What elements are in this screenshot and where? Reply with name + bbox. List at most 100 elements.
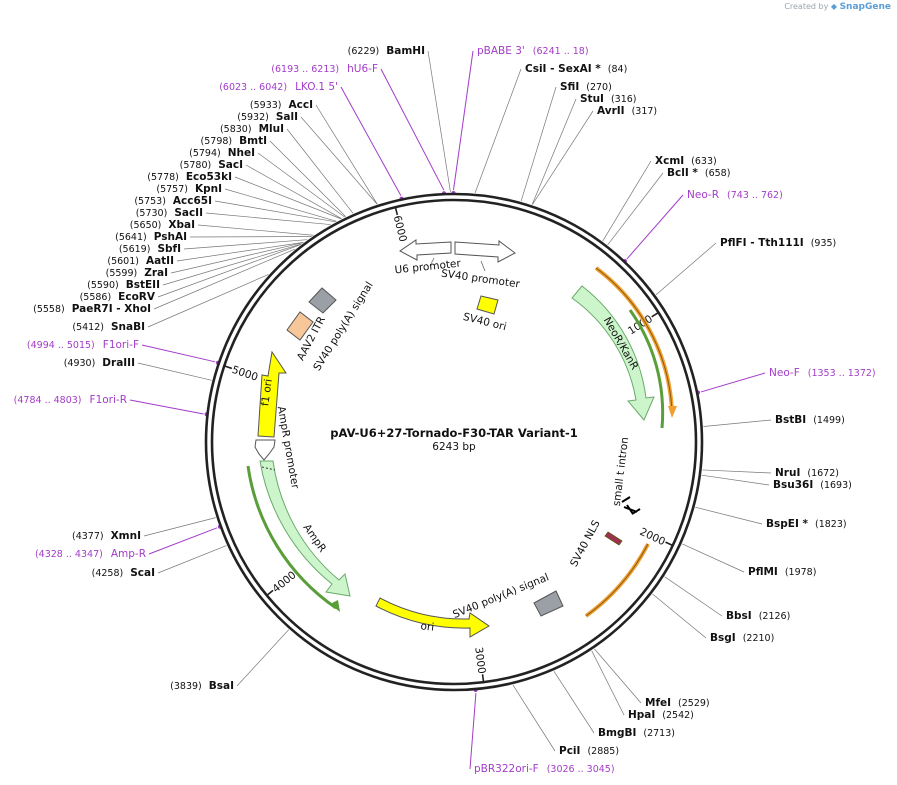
site-position: (5590) xyxy=(87,280,119,291)
aav2-itr-box xyxy=(286,311,314,341)
site-label: PciI(2885) xyxy=(559,745,619,757)
site-position: (2713) xyxy=(643,728,675,739)
site-label: (5650)XbaI xyxy=(130,219,195,231)
site-position: (5619) xyxy=(119,244,151,255)
site-leader-line xyxy=(607,172,664,246)
site-label: HpaI(2542) xyxy=(628,709,694,721)
primer-range: (4784 .. 4803) xyxy=(14,395,82,406)
primer-leader-line xyxy=(469,693,477,770)
tick-label: 4000 xyxy=(270,569,298,595)
site-position: (270) xyxy=(586,82,612,93)
site-name: Acc65I xyxy=(173,195,212,207)
primer-label: (4784 .. 4803)F1ori-R xyxy=(14,394,127,406)
site-position: (5830) xyxy=(220,124,252,135)
f1-ori-arrow xyxy=(257,350,287,438)
tick-label: 6000 xyxy=(391,214,409,243)
primer-label: pBR322ori-F(3026 .. 3045) xyxy=(474,763,615,775)
label-sv40-polya-lower: SV40 poly(A) signal xyxy=(451,571,551,621)
site-label: BbsI(2126) xyxy=(726,610,790,622)
site-name: NruI xyxy=(775,467,800,479)
site-position: (6229) xyxy=(348,46,380,57)
site-leader-line xyxy=(137,362,212,381)
label-f1-ori: f1 ori xyxy=(259,378,275,407)
site-label: (5601)AatII xyxy=(107,255,174,267)
site-leader-line xyxy=(703,419,772,427)
site-name: StuI xyxy=(580,93,604,105)
site-name: BclI * xyxy=(667,167,698,179)
primer-label: pBABE 3'(6241 .. 18) xyxy=(477,45,589,57)
site-position: (5932) xyxy=(237,112,269,123)
label-ampr-promoter: AmpR promoter xyxy=(275,405,301,490)
neor-kanr-arrow xyxy=(571,285,655,421)
leader-lines xyxy=(129,50,772,770)
primer-name: pBR322ori-F xyxy=(474,763,539,775)
site-label: (5830)MluI xyxy=(220,123,284,135)
site-position: (5641) xyxy=(115,232,147,243)
site-label: XcmI(633) xyxy=(655,155,717,167)
site-label: MfeI(2529) xyxy=(645,697,710,709)
label-sv40-nls: SV40 NLS xyxy=(568,518,603,569)
site-name: BstBI xyxy=(775,414,806,426)
label-ori: ori xyxy=(420,620,435,633)
orf-lower-right xyxy=(584,543,650,618)
primer-name: LKO.1 5' xyxy=(295,81,338,93)
site-label: BsgI(2210) xyxy=(710,632,774,644)
site-label: (5778) Eco53kI xyxy=(147,171,232,183)
backbone-outer-ring xyxy=(204,192,704,692)
ampr-arrow xyxy=(259,460,351,597)
site-label: BclI *(658) xyxy=(667,167,730,179)
site-label: BmgBI(2713) xyxy=(598,727,675,739)
site-leader-line xyxy=(531,98,577,205)
ampr-promoter-arrow xyxy=(254,439,276,461)
site-label: (5586)EcoRV xyxy=(80,291,156,303)
site-position: (5730) xyxy=(136,208,168,219)
primer-label: (6193 .. 6213)hU6-F xyxy=(271,63,378,75)
site-leader-line xyxy=(183,239,308,250)
site-name: Bsu36I xyxy=(773,479,813,491)
primer-leader-line xyxy=(626,194,684,260)
primer-label: (4994 .. 5015)F1ori-F xyxy=(27,339,139,351)
site-position: (4930) xyxy=(64,358,96,369)
site-leader-line xyxy=(655,242,717,296)
site-leader-line xyxy=(664,576,723,617)
brand-name: SnapGene xyxy=(839,2,891,12)
site-label: BstBI(1499) xyxy=(775,414,845,426)
sv40-ori-box xyxy=(476,295,499,315)
site-label: Bsu36I(1693) xyxy=(773,479,852,491)
neo-orf-inner xyxy=(628,309,665,429)
snapgene-brand: Created by ◆ SnapGene xyxy=(784,2,891,12)
primer-label: Neo-F(1353 .. 1372) xyxy=(769,367,876,379)
site-name: AvrII xyxy=(597,105,625,117)
site-leader-line xyxy=(532,110,594,205)
primer-range: (6241 .. 18) xyxy=(533,46,589,57)
site-leader-line xyxy=(315,104,378,205)
site-leader-line xyxy=(162,243,302,286)
site-position: (317) xyxy=(632,106,658,117)
primer-leader-line xyxy=(141,344,216,363)
site-name: BstEII xyxy=(126,279,160,291)
tick-mark xyxy=(266,589,274,597)
primer-range: (743 .. 762) xyxy=(727,190,783,201)
site-leader-line xyxy=(512,684,556,752)
tick-label: 2000 xyxy=(638,526,667,548)
site-position: (2542) xyxy=(662,710,694,721)
site-name: SalI xyxy=(276,111,298,123)
site-position: (5778) xyxy=(147,172,179,183)
site-leader-line xyxy=(695,506,763,525)
site-position: (5586) xyxy=(80,292,112,303)
site-position: (2529) xyxy=(678,698,710,709)
sv40-nls-mark xyxy=(604,531,623,546)
primer-range: (6193 .. 6213) xyxy=(271,64,339,75)
site-label: PflMI(1978) xyxy=(748,566,816,578)
site-position: (1978) xyxy=(785,567,817,578)
site-label: (5932) SalI xyxy=(237,111,298,123)
site-name: BamHI xyxy=(386,45,425,57)
site-label: (5619)SbfI xyxy=(119,243,181,255)
site-name: SacII xyxy=(174,207,203,219)
site-name: XbaI xyxy=(168,219,195,231)
site-name: BsgI xyxy=(710,632,736,644)
primer-range: (6023 .. 6042) xyxy=(219,82,287,93)
site-position: (5558) xyxy=(33,304,65,315)
site-name: Eco53kI xyxy=(186,171,232,183)
